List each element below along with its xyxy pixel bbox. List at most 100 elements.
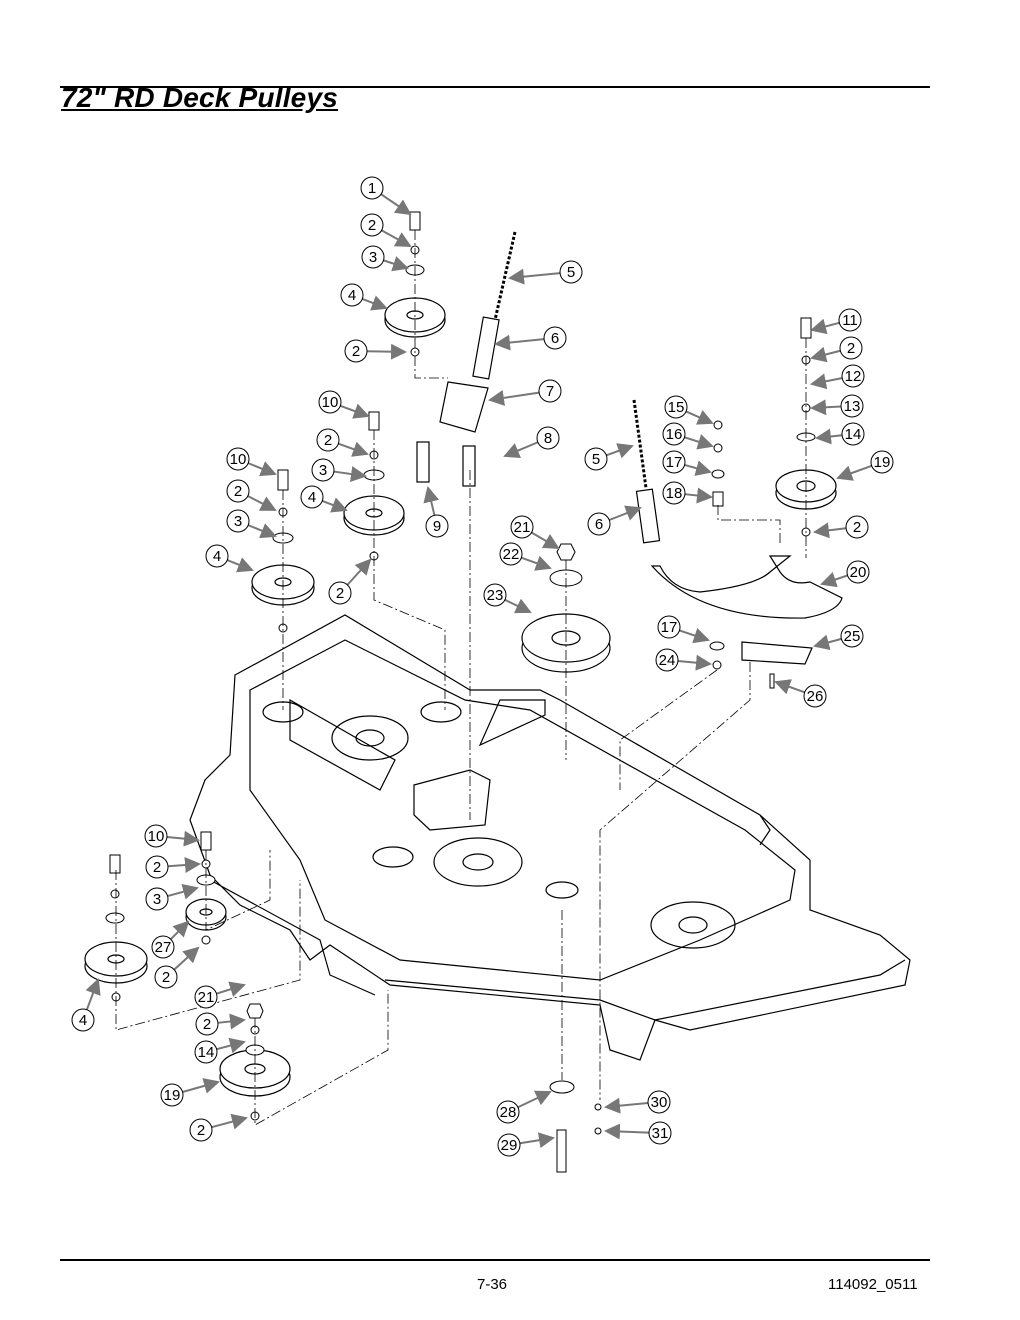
callout-leader-arrow [813, 634, 842, 651]
callout-leader-arrow [820, 571, 848, 588]
callout-2: 2 [189, 1113, 248, 1142]
callout-circle [318, 390, 342, 414]
top-rule [60, 86, 930, 88]
callout-19: 19 [836, 450, 894, 481]
tension-spring-right [632, 399, 648, 489]
spring-tube-right [635, 488, 661, 544]
callout-circle [71, 1008, 95, 1032]
callout-leader-arrow [361, 295, 388, 311]
callout-10: 10 [318, 390, 370, 419]
callout-circle [145, 887, 169, 911]
spacer-plate-a [416, 441, 430, 483]
callout-circle [226, 479, 250, 503]
callout-2: 2 [813, 515, 869, 539]
callout-number: 2 [197, 1122, 205, 1139]
callout-10: 10 [226, 447, 277, 477]
callout-21: 21 [510, 515, 560, 550]
callout-number: 5 [592, 451, 600, 468]
bracket-25 [741, 641, 813, 665]
callout-13: 13 [810, 394, 864, 418]
callout-leader-arrow [606, 443, 634, 459]
tension-spring-upper [493, 231, 517, 321]
callout-30: 30 [604, 1090, 671, 1114]
callout-leader-arrow [166, 830, 200, 847]
callout-8: 8 [503, 426, 560, 458]
callout-4: 4 [205, 544, 254, 573]
callout-10: 10 [144, 824, 200, 848]
callout-leader-arrow [774, 679, 805, 695]
callout-leader-arrow [216, 1037, 246, 1054]
callout-3: 3 [226, 509, 277, 539]
callout-5: 5 [584, 443, 634, 471]
callout-leader-arrow [604, 1123, 650, 1140]
callout-circle [311, 458, 335, 482]
callout-circle [584, 447, 608, 471]
callout-circle [648, 1121, 672, 1145]
callout-number: 2 [336, 585, 344, 602]
callout-leader-arrow [608, 505, 642, 521]
callout-leader-arrow [836, 464, 873, 481]
callout-leader-arrow [423, 486, 440, 516]
callout-number: 3 [234, 513, 242, 530]
callout-23: 23 [483, 583, 532, 614]
callout-leader-arrow [810, 318, 840, 335]
callout-4: 4 [340, 283, 388, 311]
callout-number: 7 [546, 383, 554, 400]
callout-15: 15 [664, 395, 714, 425]
callout-leader-arrow [685, 410, 714, 425]
bottom-rule [60, 1259, 930, 1261]
callout-leader-arrow [247, 461, 277, 477]
callout-2: 2 [154, 946, 200, 989]
callout-circle [559, 260, 583, 284]
spring-tube-upper [472, 316, 500, 380]
callout-circle [499, 542, 523, 566]
callout-leader-arrow [211, 1113, 248, 1130]
callout-number: 10 [148, 828, 165, 845]
callout-leader-arrow [339, 403, 370, 419]
callout-leader-arrow [381, 229, 412, 247]
callout-12: 12 [810, 364, 865, 390]
callout-leader-arrow [810, 346, 841, 363]
callout-leader-arrow [684, 434, 714, 450]
callout-circle [425, 514, 449, 538]
callout-circle [316, 428, 340, 452]
callout-circle [870, 450, 894, 474]
callout-leader-arrow [85, 978, 101, 1011]
callout-number: 17 [666, 454, 683, 471]
callout-number: 19 [874, 454, 891, 471]
callout-number: 4 [213, 548, 221, 565]
spring-bracket [439, 381, 489, 433]
callout-circle [587, 512, 611, 536]
callout-5: 5 [508, 260, 583, 285]
callout-number: 23 [487, 587, 504, 604]
callout-circle [360, 176, 384, 200]
idler-arm [650, 555, 843, 619]
callout-circle [662, 422, 686, 446]
callout-leader-arrow [488, 390, 540, 406]
callout-leader-arrow [346, 558, 372, 586]
spacer-plate-b [462, 445, 476, 487]
callout-number: 11 [842, 312, 858, 329]
callout-17: 17 [657, 615, 710, 644]
callout-leader-arrow [216, 981, 246, 997]
callout-circle [839, 336, 863, 360]
callout-leader-arrow [247, 523, 277, 539]
spindle-housing-left [331, 715, 409, 761]
callout-2: 2 [810, 336, 863, 363]
callout-number: 22 [503, 546, 520, 563]
callout-circle [189, 1118, 213, 1142]
callout-number: 2 [853, 519, 861, 536]
callout-29: 29 [497, 1132, 555, 1157]
callout-circle [543, 326, 567, 350]
callout-circle [154, 965, 178, 989]
callout-2: 2 [360, 213, 412, 247]
callout-14: 14 [815, 422, 865, 446]
callout-number: 27 [155, 939, 172, 956]
callout-number: 29 [501, 1137, 518, 1154]
callout-number: 9 [433, 518, 441, 535]
pulley-mid-left [343, 495, 405, 536]
callout-leader-arrow [383, 256, 409, 272]
callout-circle [226, 509, 250, 533]
callout-leader-arrow [810, 399, 842, 416]
callout-number: 14 [198, 1044, 215, 1061]
